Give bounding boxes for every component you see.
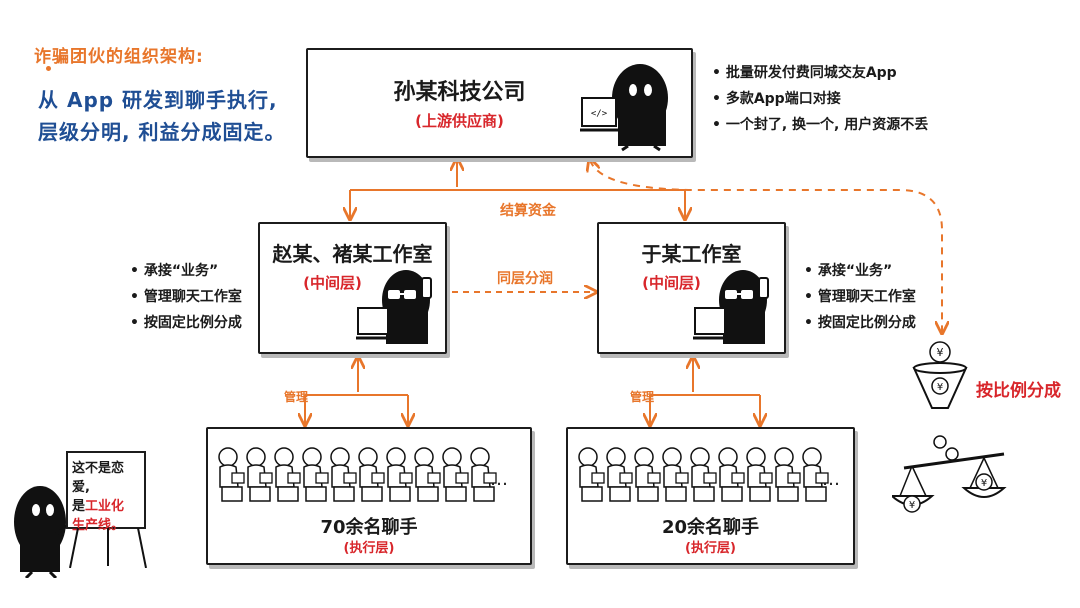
worker-icon — [358, 447, 385, 502]
top-company-box: 孙某科技公司 (上游供应商) </> — [306, 48, 693, 158]
worker-icon — [774, 447, 801, 502]
worker-row — [216, 443, 506, 513]
mid-left-box: 赵某、褚某工作室 (中间层) — [258, 222, 447, 354]
bottom-left-subtitle: (执行层) — [343, 541, 395, 556]
mid-left-bullets: 承接“业务” 管理聊天工作室 按固定比例分成 — [130, 258, 242, 336]
sign-line-1: 这不是恋爱, — [72, 461, 125, 495]
ratio-return-arrow — [590, 160, 942, 332]
bottom-right-title: 20余名聊手 — [661, 517, 760, 538]
bottom-left-title: 70余名聊手 — [320, 517, 418, 538]
worker-icon — [802, 447, 829, 502]
sign-line-2-red: 工业化 — [85, 499, 125, 514]
worker-icon — [442, 447, 469, 502]
phone-figure-icon — [356, 270, 432, 344]
top-company-subtitle: (上游供应商) — [415, 112, 504, 130]
worker-icon — [578, 447, 605, 502]
intro-title: 诈骗团伙的组织架构: — [34, 47, 204, 67]
bottom-left-box: … 70余名聊手 (执行层) — [206, 427, 532, 565]
sign-line-2: 是工业化 — [72, 497, 140, 516]
hacker-figure-icon: </> — [580, 64, 668, 152]
mid-right-bullet: 按固定比例分成 — [804, 310, 916, 336]
manage-label-right: 管理 — [630, 390, 655, 404]
yen-coin: ¥ — [981, 478, 987, 489]
peer-label: 同层分润 — [497, 271, 553, 287]
worker-icon — [634, 447, 661, 502]
mid-left-subtitle: (中间层) — [303, 274, 362, 292]
worker-icon — [414, 447, 441, 502]
mid-left-bullet: 管理聊天工作室 — [130, 284, 242, 310]
yen-coin: ¥ — [909, 500, 915, 511]
worker-icon — [274, 447, 301, 502]
ellipsis: … — [822, 469, 840, 490]
easel-legs-icon — [69, 528, 147, 568]
settlement-label: 结算资金 — [500, 203, 556, 219]
worker-icon — [690, 447, 717, 502]
mid-right-title: 于某工作室 — [641, 242, 742, 266]
mid-left-bullet: 承接“业务” — [130, 258, 242, 284]
intro-line-1: 从 App 研发到聊手执行, — [38, 88, 278, 112]
worker-row — [576, 443, 829, 513]
ratio-label: 按比例分成 — [976, 381, 1061, 401]
intro-dot — [46, 66, 51, 71]
top-company-title: 孙某科技公司 — [393, 80, 526, 105]
mid-right-bullets: 承接“业务” 管理聊天工作室 按固定比例分成 — [804, 258, 916, 336]
presenter-figure-icon — [14, 486, 79, 578]
worker-icon — [246, 447, 273, 502]
mid-right-bullet: 承接“业务” — [804, 258, 916, 284]
phone-figure-icon — [693, 270, 769, 344]
mid-left-bullet: 按固定比例分成 — [130, 310, 242, 336]
funnel-scale-icon: ¥ ¥ ¥ ¥ — [892, 341, 1007, 513]
worker-icon — [718, 447, 745, 502]
sign-board: 这不是恋爱, 是工业化 生产线。 — [66, 451, 146, 533]
intro-line-2: 层级分明, 利益分成固定。 — [38, 120, 286, 144]
top-bullet: 多款App端口对接 — [712, 86, 928, 112]
manage-label-left: 管理 — [284, 390, 309, 404]
mid-right-bullet: 管理聊天工作室 — [804, 284, 916, 310]
code-icon: </> — [591, 109, 608, 119]
mid-left-title: 赵某、褚某工作室 — [272, 242, 433, 266]
mid-right-box: 于某工作室 (中间层) — [597, 222, 786, 354]
worker-icon — [662, 447, 689, 502]
bottom-right-subtitle: (执行层) — [685, 541, 736, 556]
yen-coin: ¥ — [937, 382, 943, 393]
sign-line-2-prefix: 是 — [72, 499, 86, 514]
ellipsis: … — [490, 469, 508, 490]
top-bullet: 一个封了, 换一个, 用户资源不丢 — [712, 112, 928, 138]
worker-icon — [330, 447, 357, 502]
worker-icon — [746, 447, 773, 502]
worker-icon — [386, 447, 413, 502]
mid-right-subtitle: (中间层) — [642, 274, 701, 292]
yen-coin: ¥ — [937, 346, 944, 359]
worker-icon — [302, 447, 329, 502]
worker-icon — [470, 447, 497, 502]
worker-icon — [606, 447, 633, 502]
worker-icon — [218, 447, 245, 502]
manage-arrows — [305, 358, 760, 424]
top-bullets: 批量研发付费同城交友App 多款App端口对接 一个封了, 换一个, 用户资源不… — [712, 60, 928, 138]
top-bullet: 批量研发付费同城交友App — [712, 60, 928, 86]
sign-line-3: 生产线。 — [72, 518, 125, 533]
bottom-right-box: … 20余名聊手 (执行层) — [566, 427, 855, 565]
